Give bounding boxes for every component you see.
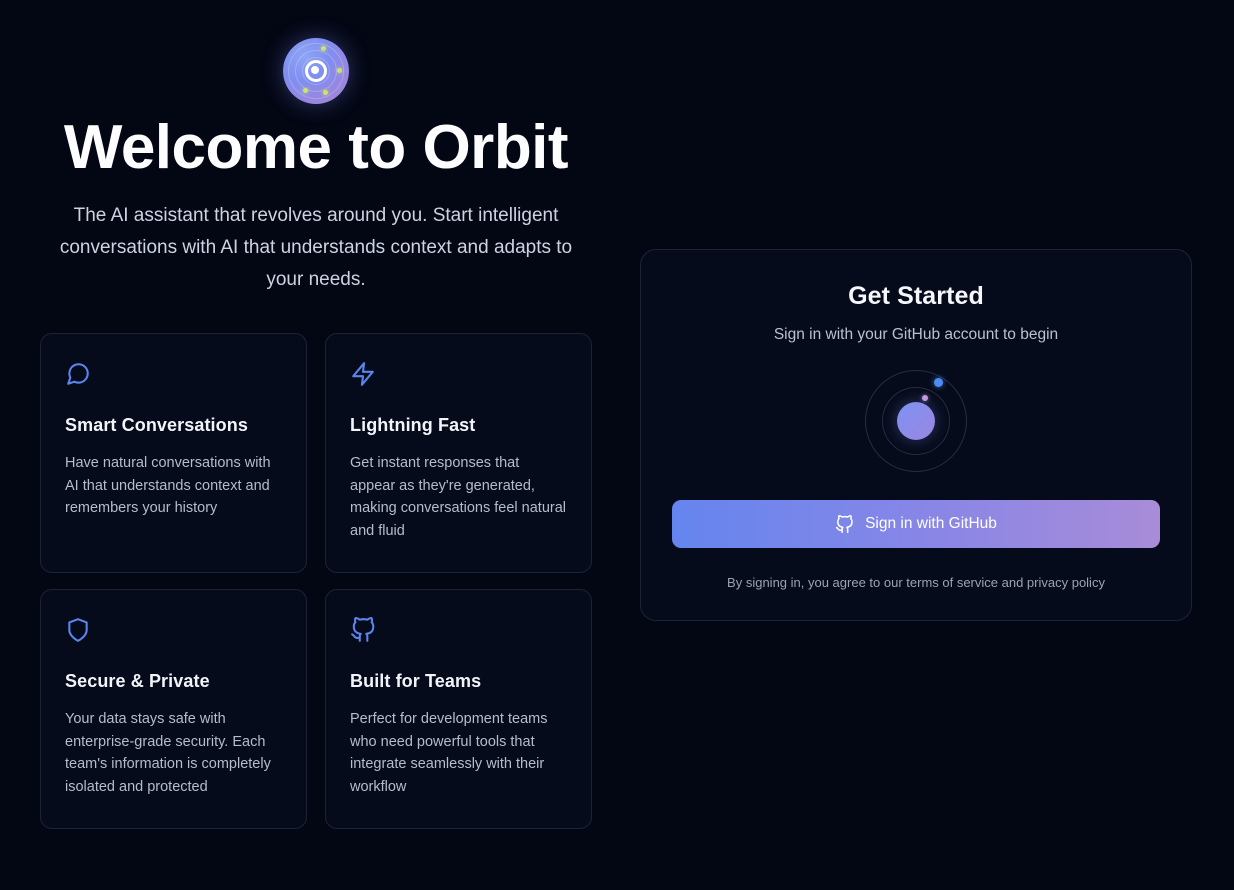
auth-panel: Get Started Sign in with your GitHub acc… (640, 249, 1192, 621)
lightning-bolt-icon (350, 359, 567, 389)
logo-spark-dot (323, 90, 328, 95)
feature-card-smart-conversations: Smart Conversations Have natural convers… (40, 333, 307, 573)
logo-spark-dot (303, 88, 308, 93)
auth-title: Get Started (848, 282, 984, 310)
auth-subtitle: Sign in with your GitHub account to begi… (773, 326, 1059, 343)
feature-card-lightning-fast: Lightning Fast Get instant responses tha… (325, 333, 592, 573)
logo-ring-inner (302, 57, 330, 85)
hero-section: Welcome to Orbit The AI assistant that r… (40, 38, 592, 296)
logo-wrap (40, 38, 592, 104)
orbit-satellite-pink (922, 395, 928, 401)
message-circle-icon (65, 359, 282, 389)
logo-spark-dot (337, 68, 342, 73)
orbit-logo-icon (283, 38, 349, 104)
orbit-satellite-blue (934, 378, 943, 387)
feature-title: Secure & Private (65, 671, 210, 691)
orbit-animation-icon (864, 369, 968, 473)
signin-button-label: Sign in with GitHub (865, 515, 997, 532)
shield-icon (65, 615, 282, 645)
feature-description: Your data stays safe with enterprise-gra… (65, 711, 271, 795)
feature-description: Have natural conversations with AI that … (65, 455, 271, 516)
page-subtitle: The AI assistant that revolves around yo… (59, 205, 573, 291)
github-icon (350, 615, 567, 645)
logo-ring-middle (295, 50, 337, 92)
legal-text: By signing in, you agree to our terms of… (727, 575, 1105, 590)
feature-card-built-for-teams: Built for Teams Perfect for development … (325, 589, 592, 829)
feature-description: Perfect for development teams who need p… (350, 711, 548, 795)
orbit-ring-outer (865, 370, 967, 472)
page-title: Welcome to Orbit (63, 113, 569, 182)
logo-ring-outer (288, 43, 344, 99)
feature-title: Lightning Fast (350, 415, 476, 435)
logo-core-icon (305, 60, 327, 82)
feature-card-secure-private: Secure & Private Your data stays safe wi… (40, 589, 307, 829)
logo-spark-dot (321, 46, 326, 51)
orbit-ring-inner (882, 387, 950, 455)
feature-grid: Smart Conversations Have natural convers… (40, 333, 592, 829)
signin-with-github-button[interactable]: Sign in with GitHub (672, 500, 1160, 548)
feature-title: Smart Conversations (65, 415, 248, 435)
github-icon (835, 514, 854, 534)
feature-description: Get instant responses that appear as the… (350, 455, 567, 539)
feature-title: Built for Teams (350, 671, 482, 691)
orbit-planet-core (897, 402, 935, 440)
